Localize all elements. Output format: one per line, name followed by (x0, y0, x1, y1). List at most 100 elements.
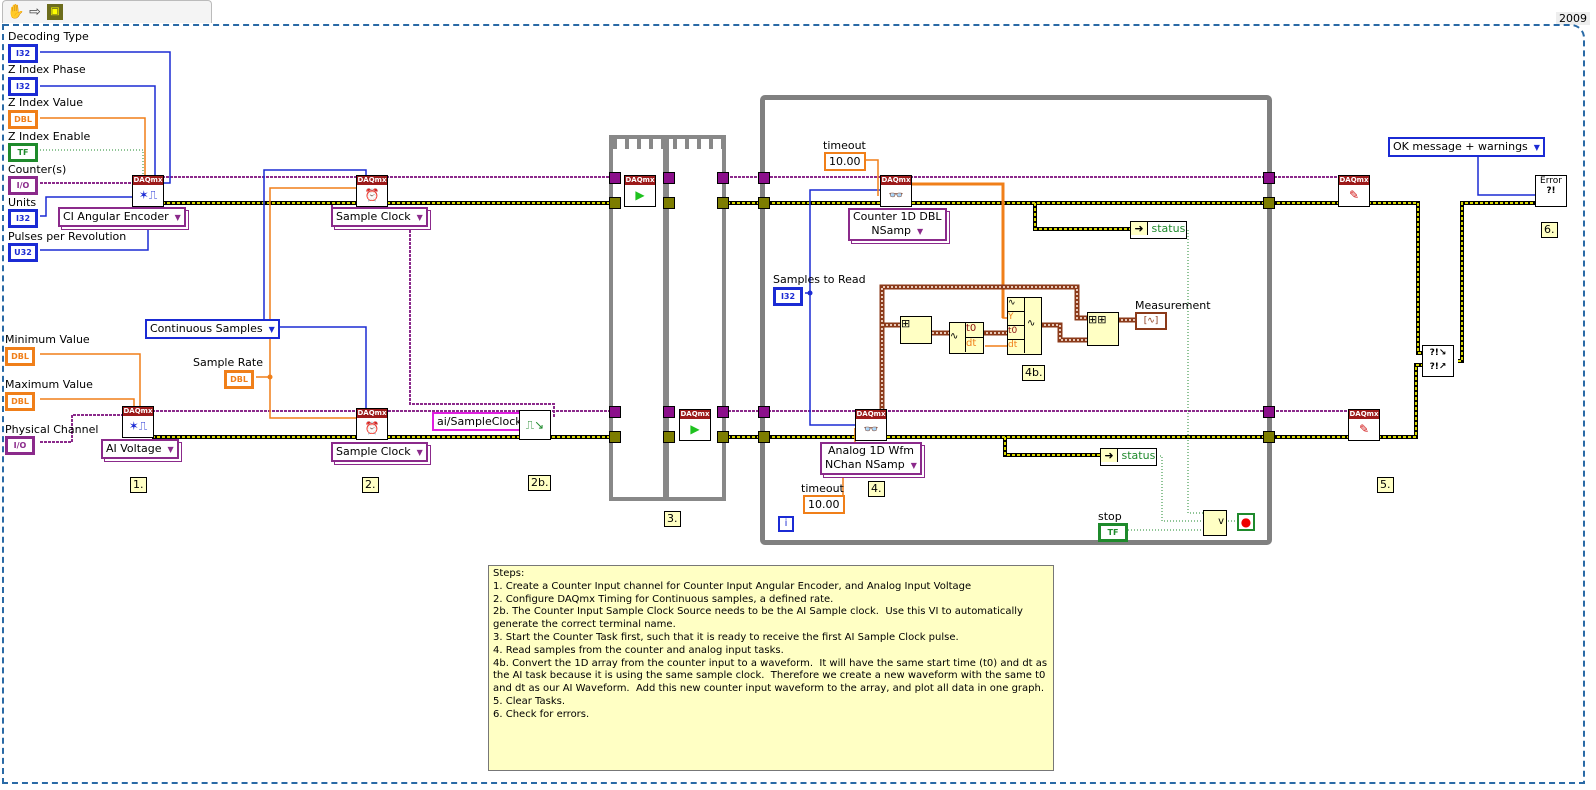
wire-physical-channel (40, 414, 122, 443)
read-analog-ring[interactable]: Analog 1D Wfm NChan NSamp▼ (820, 442, 922, 475)
start-play-icon: ▶ (690, 422, 700, 436)
stop-control[interactable]: TF (1098, 523, 1128, 542)
step-label-5: 5. (1377, 477, 1394, 493)
get-waveform-components-node[interactable]: ∿ t0 dt (949, 322, 984, 354)
dropdown-arrow-icon: ▼ (917, 227, 924, 236)
build-array-node[interactable]: ⊞⊞ (1087, 312, 1119, 346)
samples-to-read-control[interactable]: I32 (773, 287, 803, 306)
clock-icon: ⏰ (364, 421, 380, 435)
clear-ai-task-vi[interactable]: DAQmx ✎ (1348, 409, 1380, 441)
counters-control[interactable]: I/O (8, 176, 38, 195)
ai-timing-vi[interactable]: DAQmx ⏰ (356, 408, 388, 440)
eraser-icon: ✎ (1348, 188, 1360, 202)
read-counter-ring[interactable]: Counter 1D DBL NSamp▼ (848, 208, 947, 241)
sample-rate-label: Sample Rate (193, 356, 263, 369)
merge-errors-icon: ?!↘?!↗ (1429, 348, 1447, 372)
task-tunnel (609, 406, 621, 418)
error-tunnel (663, 431, 675, 443)
step-label-4: 4. (868, 481, 885, 497)
task-tunnel (717, 172, 729, 184)
step-label-6: 6. (1541, 222, 1558, 238)
hand-tool-icon[interactable]: ✋ (7, 4, 25, 20)
create-ci-channel-vi[interactable]: DAQmx ✶⎍ (132, 175, 164, 207)
error-dialog-type-ring[interactable]: OK message + warnings▼ (1388, 137, 1545, 157)
error-tunnel (1263, 431, 1275, 443)
merge-errors-node[interactable]: ?!↘?!↗ (1422, 345, 1454, 377)
create-ai-channel-vi[interactable]: DAQmx ✶⎍ (122, 406, 154, 438)
ci-channel-type-ring[interactable]: CI Angular Encoder▼ (58, 207, 186, 227)
read-ai-vi[interactable]: DAQmx 👓 (855, 409, 887, 441)
z-index-value-control[interactable]: DBL (8, 110, 38, 129)
index-array-node[interactable]: ⊞ (900, 316, 932, 344)
task-tunnel (758, 406, 770, 418)
step-label-3: 3. (664, 511, 681, 527)
units-label: Units (8, 196, 37, 209)
eraser-icon: ✎ (1358, 422, 1370, 436)
year-label: 2009 (1556, 12, 1590, 25)
array-icon: ⊞ (901, 317, 911, 330)
measurement-indicator[interactable]: [∿] (1135, 312, 1167, 330)
error-tunnel (609, 431, 621, 443)
z-index-phase-control[interactable]: I32 (8, 77, 38, 96)
timeout-constant-top[interactable]: 10.00 (824, 152, 866, 171)
build-waveform-node[interactable]: ∿ Y t0 dt ∿ (1007, 297, 1042, 355)
waveform-icon: ∿ (1027, 318, 1036, 329)
step-label-2b: 2b. (528, 475, 552, 491)
units-control[interactable]: I32 (8, 209, 38, 228)
start-ai-task-vi[interactable]: DAQmx ▶ (679, 409, 711, 441)
pulses-per-revolution-control[interactable]: U32 (8, 243, 38, 262)
start-play-icon: ▶ (635, 188, 645, 202)
dropdown-arrow-icon: ▼ (268, 325, 275, 334)
vi-icon[interactable]: ▣ (47, 4, 63, 20)
error-tunnel (717, 431, 729, 443)
unbundle-status-ci[interactable]: ➜ status (1130, 221, 1187, 239)
counters-label: Counter(s) (8, 163, 67, 176)
run-arrow-icon[interactable]: ⇨ (29, 4, 41, 20)
task-tunnel (663, 172, 675, 184)
error-speech-icon: ?! (1546, 186, 1556, 196)
z-index-enable-control[interactable]: TF (8, 143, 38, 162)
while-loop[interactable] (760, 95, 1272, 545)
waveform-icon: ∿ (950, 331, 959, 342)
loop-iteration-terminal: i (778, 516, 794, 532)
measurement-label: Measurement (1135, 299, 1211, 312)
simple-error-handler-vi[interactable]: Error ?! (1535, 175, 1567, 207)
read-glasses-icon: 👓 (888, 188, 904, 202)
sample-mode-ring[interactable]: Continuous Samples▼ (145, 319, 280, 339)
ai-channel-type-ring[interactable]: AI Voltage▼ (101, 439, 179, 459)
start-ci-task-vi[interactable]: DAQmx ▶ (624, 175, 656, 207)
ci-timing-vi[interactable]: DAQmx ⏰ (356, 175, 388, 207)
compound-or-node[interactable]: v (1203, 510, 1227, 536)
read-ci-vi[interactable]: DAQmx 👓 (880, 175, 912, 207)
error-tunnel (758, 197, 770, 209)
ci-sample-clock-ring[interactable]: Sample Clock▼ (331, 207, 428, 227)
dropdown-arrow-icon: ▼ (910, 461, 917, 470)
error-tunnel (609, 197, 621, 209)
physical-channel-label: Physical Channel (5, 423, 99, 436)
stop-label: stop (1098, 510, 1122, 523)
terminal-name-constant[interactable]: ai/SampleClock (432, 412, 527, 431)
task-tunnel (609, 172, 621, 184)
loop-condition-terminal[interactable]: ● (1237, 513, 1255, 531)
decoding-type-control[interactable]: I32 (8, 44, 38, 63)
maximum-value-control[interactable]: DBL (5, 392, 35, 411)
ai-sample-clock-ring[interactable]: Sample Clock▼ (331, 442, 428, 462)
sample-rate-control[interactable]: DBL (224, 370, 254, 389)
terminal-route-icon: ⎍↘ (525, 418, 545, 432)
error-tunnel (758, 431, 770, 443)
task-tunnel (758, 172, 770, 184)
timeout-label: timeout (823, 139, 866, 152)
create-channel-icon: ✶⎍ (128, 419, 148, 433)
create-channel-icon: ✶⎍ (138, 188, 158, 202)
clear-ci-task-vi[interactable]: DAQmx ✎ (1338, 175, 1370, 207)
step-label-4b: 4b. (1022, 365, 1046, 381)
minimum-value-control[interactable]: DBL (5, 347, 35, 366)
timeout-label-bottom: timeout (801, 482, 844, 495)
dropdown-arrow-icon: ▼ (416, 213, 423, 222)
timeout-constant-bottom[interactable]: 10.00 (803, 495, 845, 514)
get-terminal-name-vi[interactable]: ⎍↘ (519, 410, 551, 440)
dropdown-arrow-icon: ▼ (416, 448, 423, 457)
physical-channel-control[interactable]: I/O (5, 436, 35, 455)
unbundle-status-ai[interactable]: ➜ status (1100, 448, 1157, 466)
dropdown-arrow-icon: ▼ (1533, 143, 1540, 152)
